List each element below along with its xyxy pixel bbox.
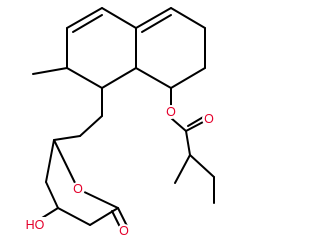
carbonyl-oxygen-lactone-label: O [117, 224, 131, 238]
bond [77, 188, 119, 209]
bond [101, 7, 137, 29]
bond [174, 154, 191, 184]
atom-label-o: O [73, 182, 83, 196]
atom-labels: O O O O HO [24, 105, 216, 238]
bond [53, 139, 79, 190]
bond [57, 207, 91, 226]
double-bond-inner [141, 14, 172, 33]
bond [45, 139, 55, 183]
bond [170, 7, 206, 29]
carbonyl-oxygen-ester-label: O [202, 112, 216, 126]
bond [53, 135, 81, 141]
bond [66, 7, 103, 29]
hydroxyl-label: HO [24, 217, 46, 233]
bond [135, 67, 172, 89]
atom-label-ho: HO [26, 218, 45, 232]
bond [189, 154, 215, 178]
bond [170, 67, 206, 89]
atom-label-o: O [204, 112, 214, 126]
bond [32, 67, 68, 75]
bond [101, 67, 137, 89]
atom-label-o: O [166, 105, 176, 119]
bond [185, 130, 191, 156]
bond [41, 207, 59, 219]
bond [45, 181, 59, 209]
chemical-structure-diagram: O O O O HO [24, 7, 216, 238]
ester-oxygen-label: O [164, 105, 178, 119]
atom-label-o: O [119, 224, 129, 238]
bond [170, 117, 187, 132]
bond-lines [32, 7, 215, 232]
bond [135, 7, 172, 29]
bond [185, 120, 206, 132]
ring-oxygen-lactone-label: O [71, 182, 85, 196]
bond [89, 207, 119, 226]
bond [66, 67, 103, 89]
double-bond-inner [72, 14, 103, 33]
bond [79, 115, 103, 137]
